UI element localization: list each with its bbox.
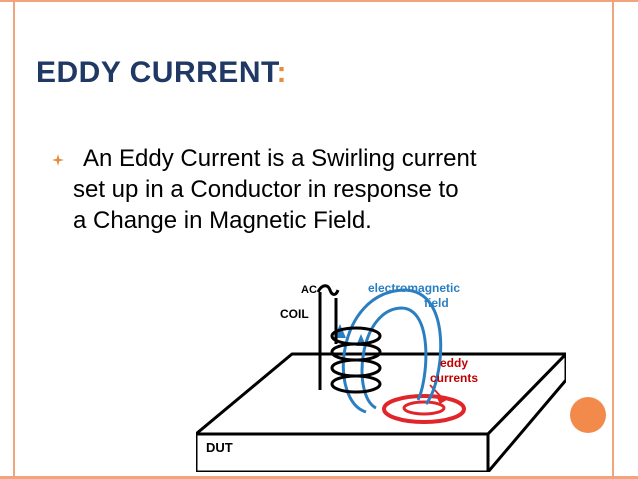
slide-title-text: EDDY CURRENT — [36, 56, 277, 89]
diamond-bullet-icon — [52, 154, 64, 166]
frame-bottom-line — [0, 476, 638, 479]
label-ac: AC — [301, 284, 317, 296]
bullet-line-2: set up in a Conductor in response to — [73, 176, 459, 203]
label-dut: DUT — [206, 440, 233, 455]
label-eddy-line1: eddy — [440, 356, 468, 370]
field-line-outer — [341, 288, 443, 414]
label-coil: COIL — [280, 307, 309, 321]
frame-right-line — [612, 0, 614, 479]
label-eddy-line2: currents — [430, 371, 478, 385]
label-em-field-line1: electromagnetic — [368, 281, 460, 295]
bullet-line-1: An Eddy Current is a Swirling current — [83, 145, 477, 172]
ac-source-icon — [316, 284, 340, 296]
decorative-orange-circle — [570, 397, 606, 433]
frame-left-line — [13, 0, 15, 479]
bullet-line-3: a Change in Magnetic Field. — [73, 207, 372, 234]
dut-plate-side — [486, 352, 566, 472]
slide-title: EDDY CURRENT: — [36, 56, 287, 90]
dut-plate-front — [196, 432, 490, 472]
label-em-field-line2: field — [424, 296, 449, 310]
eddy-pointer — [429, 384, 445, 401]
field-line-inner — [360, 306, 428, 410]
eddy-loop-outer — [382, 394, 466, 424]
slide-title-colon: : — [276, 56, 287, 89]
eddy-loop-inner — [402, 400, 446, 416]
coil-windings — [330, 326, 382, 394]
eddy-current-diagram: AC COIL electromagnetic field eddy curre… — [196, 281, 566, 472]
frame-top-line — [0, 0, 638, 2]
bullet-text: An Eddy Current is a Swirling current se… — [73, 143, 573, 236]
